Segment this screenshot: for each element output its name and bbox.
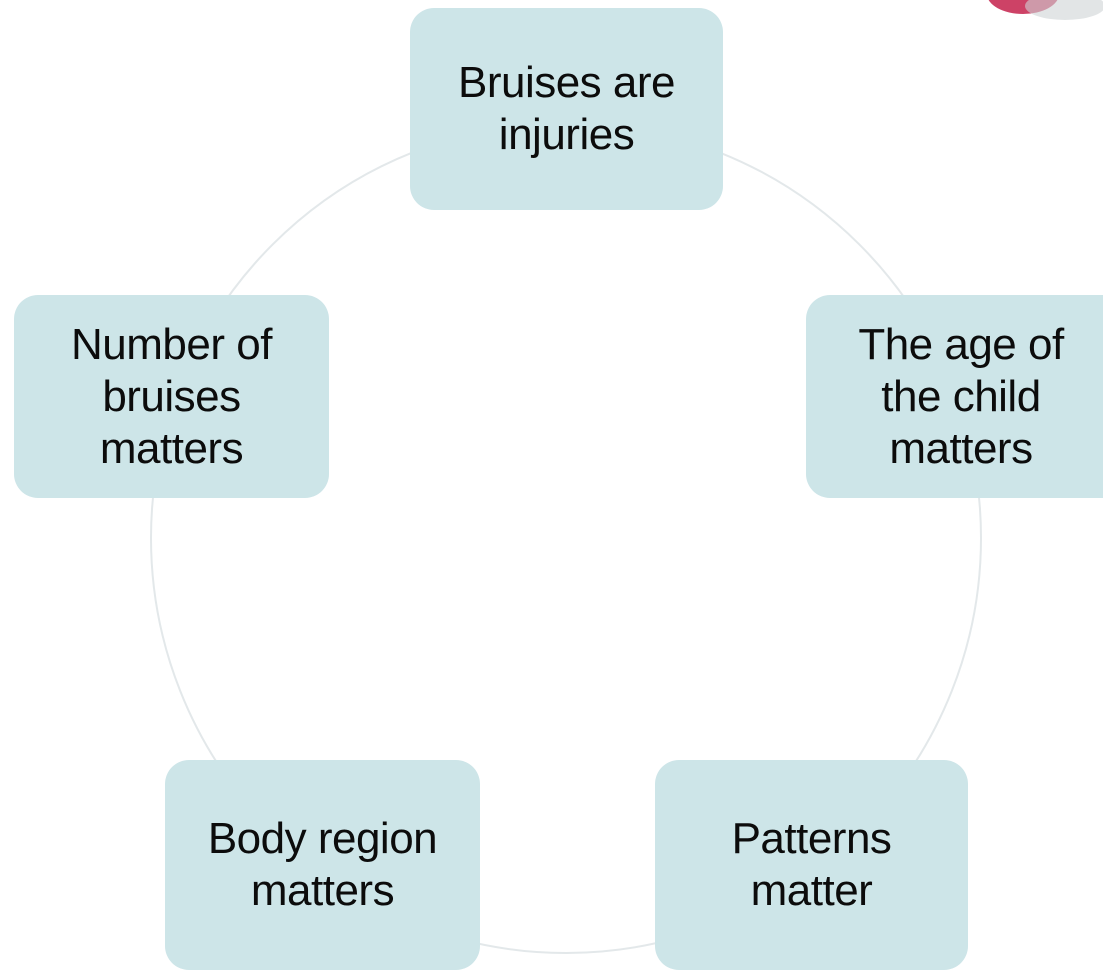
cycle-node-bruises-are-injuries: Bruises are injuries xyxy=(410,8,723,210)
cycle-node-body-region: Body region matters xyxy=(165,760,480,970)
cycle-node-patterns: Patterns matter xyxy=(655,760,968,970)
cycle-node-age-of-child: The age of the child matters xyxy=(806,295,1103,498)
cycle-node-number-of-bruises: Number of bruises matters xyxy=(14,295,329,498)
corner-logo-fragment xyxy=(988,0,1103,20)
